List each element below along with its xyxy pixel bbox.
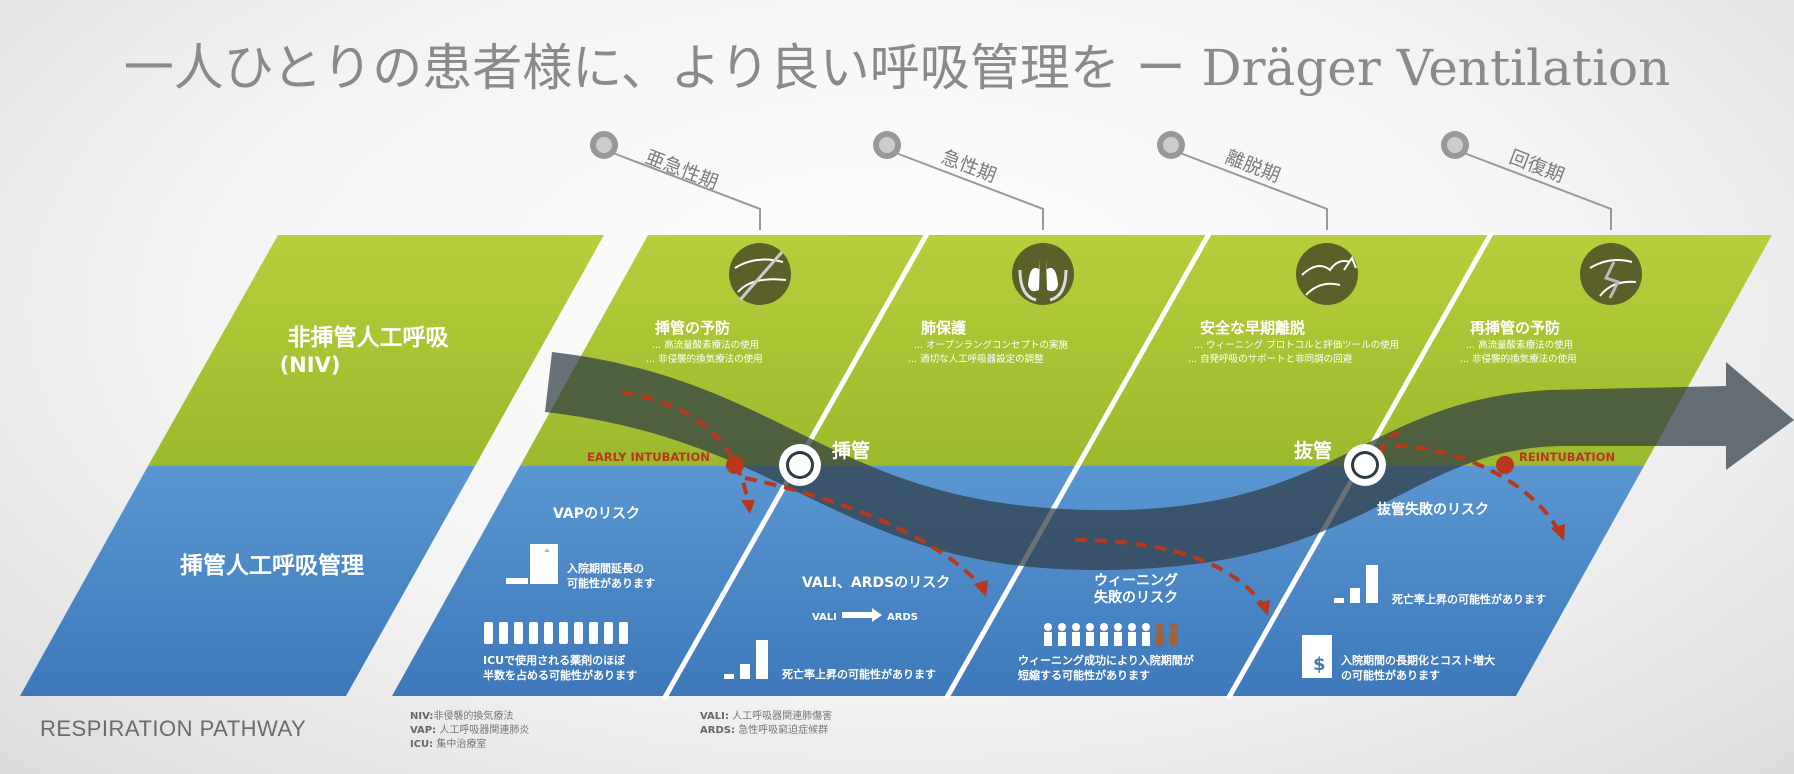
footnotes-right: VALI: 人工呼吸器関連肺傷害 ARDS: 急性呼吸窮迫症候群 xyxy=(700,710,832,738)
footnotes-left: NIV:非侵襲的換気療法 VAP: 人工呼吸器関連肺炎 ICU: 集中治療室 xyxy=(410,710,529,752)
weaning-risk-title: 失敗のリスク xyxy=(1094,589,1178,606)
vali-mortality-text: 死亡率上昇の可能性があります xyxy=(782,667,936,681)
early-intubation-marker xyxy=(726,456,744,474)
weaning-note: ウィーニング成功により入院期間が xyxy=(1018,653,1194,667)
section-line: ... 高流量酸素療法の使用 xyxy=(1466,339,1573,351)
weaning-note: 短縮する可能性があります xyxy=(1018,668,1150,682)
extubation-cost-line: 入院期間の長期化とコスト増大 xyxy=(1341,653,1495,667)
airway-exit-icon xyxy=(1296,243,1358,305)
section-line: ... 非侵襲的換気療法の使用 xyxy=(646,353,763,365)
section-line: ... 高流量酸素療法の使用 xyxy=(652,339,759,351)
mortality-bars-icon-2 xyxy=(1334,565,1378,603)
phase-acute: 急性期 xyxy=(873,131,1044,230)
early-intubation-label: EARLY INTUBATION xyxy=(587,450,710,464)
svg-text:$: $ xyxy=(1313,654,1326,675)
vap-risk-title: VAPのリスク xyxy=(553,506,640,522)
section-line: ... オープンラングコンセプトの実施 xyxy=(914,339,1069,351)
page-title: 一人ひとりの患者様に、より良い呼吸管理を ー Dräger Ventilatio… xyxy=(123,39,1671,97)
vap-stay-line: 可能性があります xyxy=(567,576,655,590)
section-line: ... ウィーニング プロトコルと評価ツールの使用 xyxy=(1194,339,1399,351)
niv-row-panel xyxy=(148,235,604,466)
section-reintubation-prevention: 再挿管の予防 ... 高流量酸素療法の使用 ... 非侵襲的換気療法の使用 xyxy=(1460,319,1577,365)
red-arrowheads xyxy=(741,500,1565,616)
section-lung-protection: 肺保護 ... オープンラングコンセプトの実施 ... 適切な人工呼吸器設定の調… xyxy=(908,319,1069,365)
niv-row-label: 非挿管人工呼吸 xyxy=(288,324,450,351)
footnote-item: NIV:非侵襲的換気療法 xyxy=(410,711,514,722)
phase-recovery: 回復期 xyxy=(1441,131,1612,230)
section-line: ... 自発呼吸のサポートと非同調の回避 xyxy=(1188,353,1353,365)
mortality-bars-icon xyxy=(724,640,768,679)
drug-vials-icon xyxy=(484,622,628,644)
section-title: 挿管の予防 xyxy=(655,319,730,337)
section-title: 安全な早期離脱 xyxy=(1200,319,1305,337)
reintubation-marker xyxy=(1496,456,1514,474)
section-intubation-prevention: 挿管の予防 ... 高流量酸素療法の使用 ... 非侵襲的換気療法の使用 xyxy=(646,319,763,365)
cost-icon: $ xyxy=(1302,635,1332,678)
section-line: ... 適切な人工呼吸器設定の調整 xyxy=(908,353,1044,365)
phase-subacute: 亜急性期 xyxy=(590,131,761,230)
extubation-event-marker xyxy=(1344,444,1386,486)
respiration-pathway-label: RESPIRATION PATHWAY xyxy=(40,716,307,741)
vap-drugs-line: ICUで使用される薬剤のほぼ xyxy=(483,653,626,667)
lungs-icon xyxy=(1012,243,1074,305)
reintubation-label: REINTUBATION xyxy=(1519,450,1615,464)
airway-blocked-icon xyxy=(729,243,791,305)
extubation-failure-title: 抜管失敗のリスク xyxy=(1377,501,1489,518)
hospital-stay-icon xyxy=(506,544,558,584)
footnote-item: VALI: 人工呼吸器関連肺傷害 xyxy=(700,711,833,722)
footnote-item: ICU: 集中治療室 xyxy=(410,739,487,750)
phase-weaning: 離脱期 xyxy=(1157,131,1328,230)
vap-drugs-line: 半数を占める可能性があります xyxy=(483,668,637,682)
intubated-row-label: 挿管人工呼吸管理 xyxy=(180,552,364,579)
niv-row-sublabel: (NIV) xyxy=(280,353,341,377)
intubation-event-marker xyxy=(779,444,821,486)
extubation-cost-line: の可能性があります xyxy=(1341,668,1440,682)
vali-to-ards-arrow-icon xyxy=(842,608,882,622)
section-line: ... 非侵襲的換気療法の使用 xyxy=(1460,353,1577,365)
patients-icon xyxy=(1044,623,1178,646)
vali-ards-risk-title: VALI、ARDSのリスク xyxy=(802,575,950,591)
weaning-risk-title: ウィーニング xyxy=(1094,572,1178,589)
section-title: 再挿管の予防 xyxy=(1470,319,1560,337)
footnote-item: ARDS: 急性呼吸窮迫症候群 xyxy=(700,725,829,736)
extubation-label: 抜管 xyxy=(1294,439,1332,462)
red-dashed-paths xyxy=(621,390,1560,607)
extubation-mortality-text: 死亡率上昇の可能性があります xyxy=(1392,592,1546,606)
intubated-row-panel xyxy=(20,466,475,696)
footnote-item: VAP: 人工呼吸器関連肺炎 xyxy=(410,725,530,736)
ards-label: ARDS xyxy=(887,612,918,623)
vap-stay-line: 入院期間延長の xyxy=(567,561,644,575)
vali-label: VALI xyxy=(812,612,837,623)
section-title: 肺保護 xyxy=(921,319,967,337)
airway-reintubation-icon xyxy=(1580,243,1642,305)
pathway-arrow xyxy=(545,352,1794,571)
intubation-label: 挿管 xyxy=(832,439,870,462)
section-safe-early-weaning: 安全な早期離脱 ... ウィーニング プロトコルと評価ツールの使用 ... 自発… xyxy=(1188,319,1399,365)
phase-label-subacute: 亜急性期 xyxy=(642,146,721,194)
